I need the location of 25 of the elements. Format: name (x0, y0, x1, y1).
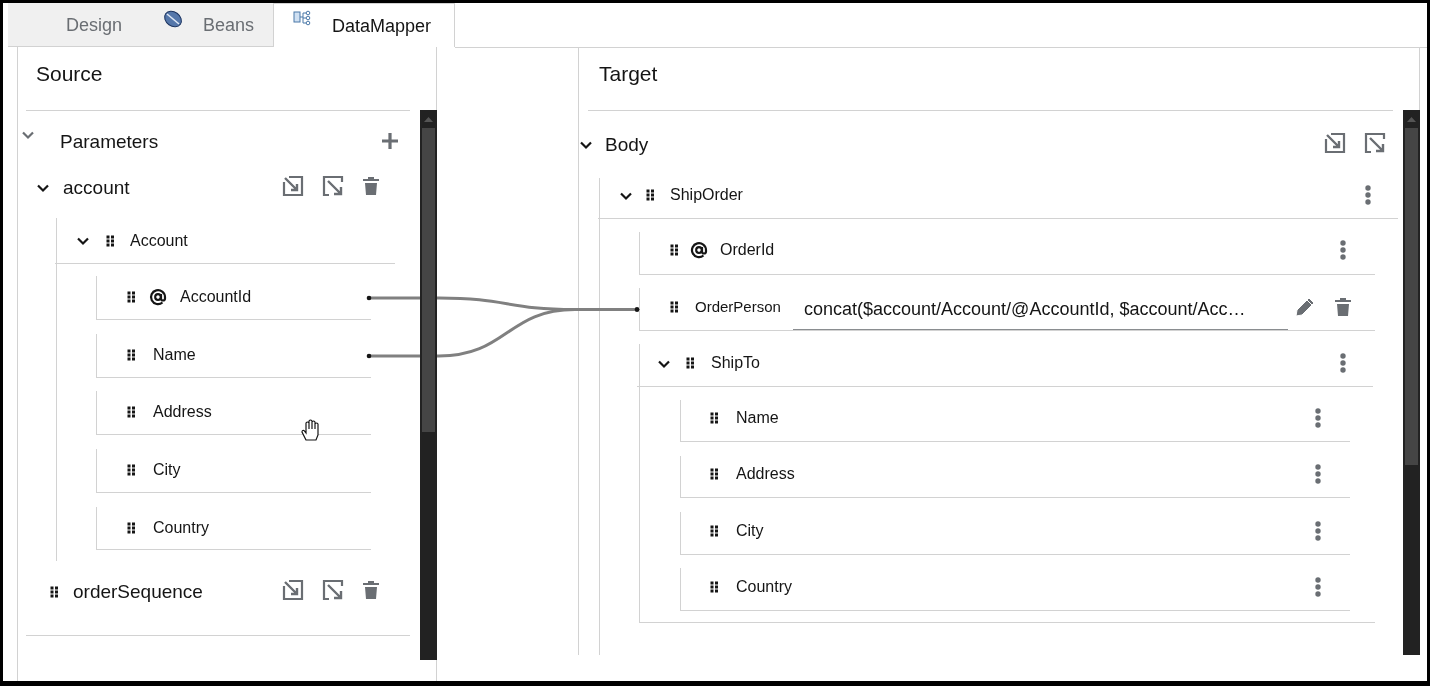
field-name: Name (736, 408, 779, 428)
field-name: City (736, 521, 764, 541)
field-name: Account (130, 231, 188, 251)
field-name: Parameters (60, 130, 159, 154)
panel-title: Target (599, 61, 658, 87)
tab: Design (8, 3, 143, 47)
mapping-line (366, 307, 640, 359)
field-name: OrderPerson (695, 298, 781, 316)
field-name: ShipOrder (670, 185, 743, 205)
field-name: orderSequence (73, 580, 203, 604)
field-name: Address (153, 402, 212, 422)
field-name: Body (605, 133, 649, 157)
field-name: City (153, 460, 181, 480)
field-name: Address (736, 464, 795, 484)
field-name: Country (153, 518, 210, 538)
field-name: Country (736, 577, 793, 597)
field-name: OrderId (720, 240, 775, 260)
tab: DataMapper (273, 3, 455, 47)
field-name: Name (153, 345, 196, 365)
panel-title: Source (36, 61, 103, 87)
tree-row (639, 288, 1375, 331)
field-name: ShipTo (711, 353, 760, 373)
field-name: AccountId (180, 287, 252, 307)
field-name: account (63, 176, 130, 200)
tab: Beans (143, 3, 273, 47)
